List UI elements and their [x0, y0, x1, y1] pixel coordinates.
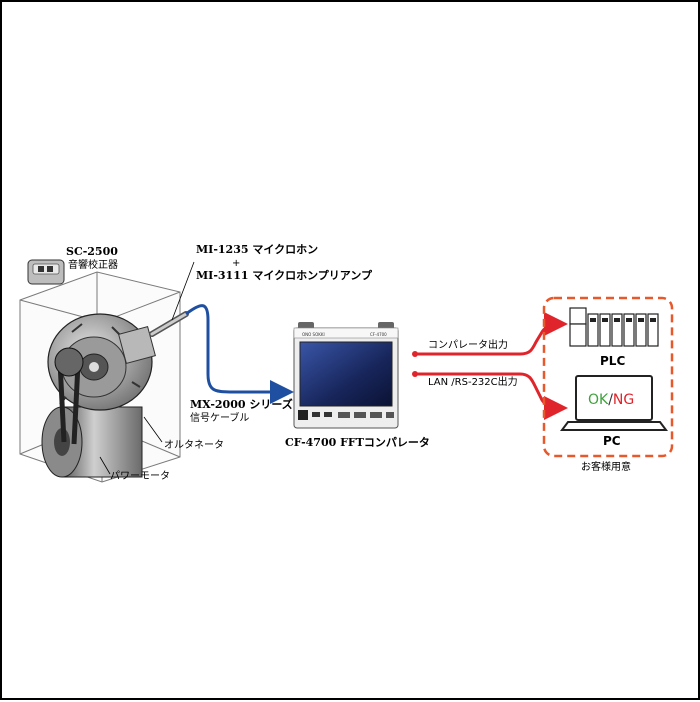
lan-output-line — [412, 371, 568, 420]
microphone-leader — [171, 261, 195, 321]
output2-label: LAN /RS-232C出力 — [428, 375, 518, 388]
alternator-leader — [143, 416, 163, 443]
microphone-label-2: MI-3111 マイクロホンプリアンプ — [196, 268, 373, 282]
comparator-output-line — [412, 312, 568, 357]
power-motor — [41, 406, 143, 478]
microphone-plus: + — [232, 258, 240, 269]
motor-label: パワーモータ — [110, 470, 170, 482]
microphone — [149, 311, 189, 337]
comparator-brand: ONO SOKKI — [302, 332, 325, 337]
cable-label-2: 信号ケーブル — [190, 411, 249, 424]
plc-label: PLC — [600, 354, 625, 368]
cf4700-comparator: ONO SOKKI CF-4700 — [293, 322, 399, 429]
alternator — [47, 313, 156, 445]
motor-leader — [99, 456, 111, 475]
alternator-label: オルタネータ — [164, 439, 224, 451]
comparator-model-small: CF-4700 — [370, 332, 387, 337]
ok-text: OK — [588, 392, 609, 408]
pc-label: PC — [603, 434, 621, 448]
calibrator-device — [27, 259, 65, 285]
calibrator-name: 音響校正器 — [68, 258, 118, 271]
output1-label: コンパレータ出力 — [428, 338, 508, 351]
customer-supplied-box — [542, 296, 674, 458]
microphone-label-1: MI-1235 マイクロホン — [196, 243, 318, 256]
ng-text: NG — [613, 392, 634, 408]
calibrator-model: SC-2500 — [66, 245, 118, 258]
signal-cable — [185, 304, 294, 404]
plc-device — [569, 307, 659, 347]
comparator-screen — [299, 341, 393, 407]
pc-laptop — [560, 375, 668, 431]
cable-label-1: MX-2000 シリーズ — [190, 397, 293, 411]
comparator-label: CF-4700 FFTコンパレータ — [285, 436, 430, 449]
pc-screen-text: OK/NG — [588, 392, 634, 408]
ok-ng-separator: / — [608, 392, 613, 408]
customer-label: お客様用意 — [581, 460, 631, 473]
